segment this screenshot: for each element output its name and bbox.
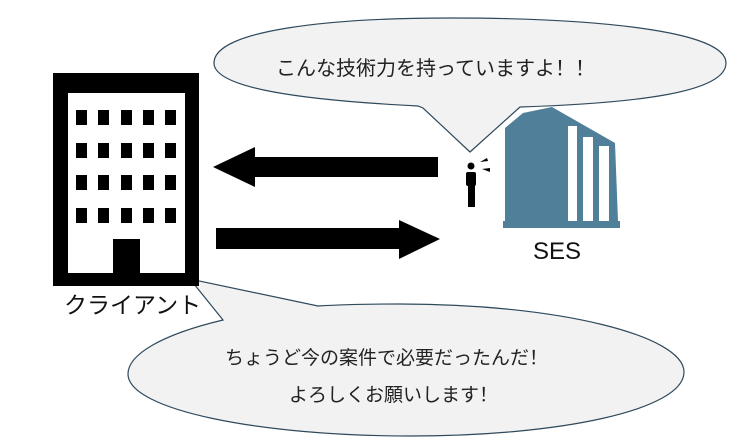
building-window	[121, 208, 132, 223]
ses-bubble-text: こんな技術力を持っていますよ！！	[276, 56, 595, 80]
building-window	[76, 208, 87, 223]
company-building-icon	[503, 107, 620, 228]
arrow-left-icon	[213, 147, 438, 187]
building-window	[165, 110, 176, 125]
client-label: クライアント	[64, 293, 202, 319]
ses-speech-bubble	[213, 17, 727, 153]
client-bubble-shape	[127, 278, 685, 437]
speaking-person-icon	[466, 158, 490, 207]
building-window	[76, 143, 87, 158]
building-window	[165, 175, 176, 190]
client-speech-bubble	[127, 278, 685, 437]
building-window	[98, 110, 109, 125]
building-window	[143, 208, 154, 223]
arrow-right-icon	[216, 220, 440, 259]
building-window	[121, 175, 132, 190]
building-window	[121, 143, 132, 158]
building-window	[143, 175, 154, 190]
building-window	[76, 110, 87, 125]
ses-label: SES	[533, 238, 582, 265]
building-window	[121, 110, 132, 125]
ses-bubble-shape	[213, 17, 727, 153]
client-bubble-line-1: ちょうど今の案件で必要だったんだ！	[225, 347, 549, 369]
building-window	[76, 175, 87, 190]
building-window	[165, 143, 176, 158]
building-window	[98, 175, 109, 190]
office-building-icon	[53, 73, 199, 286]
building-window	[98, 208, 109, 223]
building-window	[165, 208, 176, 223]
building-window	[143, 110, 154, 125]
building-window	[98, 143, 109, 158]
client-bubble-line-2: よろしくお願いします！	[289, 384, 499, 406]
building-window	[143, 143, 154, 158]
